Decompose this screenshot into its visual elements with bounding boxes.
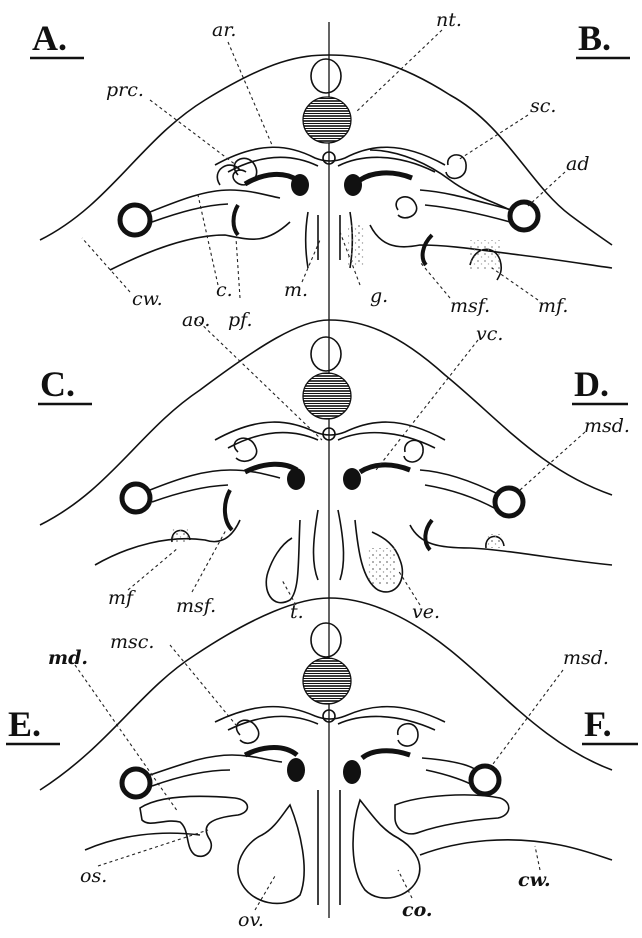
body-wall-outline-2 — [40, 320, 612, 525]
label-c: c. — [216, 279, 233, 301]
panel-label-b: B. — [578, 18, 611, 58]
label-os: os. — [80, 865, 107, 887]
label-ve: ve. — [412, 601, 440, 623]
label-t: t. — [290, 601, 304, 623]
label-sc: sc. — [530, 95, 556, 117]
label-cw-top: cw. — [132, 288, 163, 310]
glomus-left — [291, 174, 309, 196]
section-cd — [40, 320, 612, 603]
label-co: co. — [402, 899, 433, 921]
neural-tube — [311, 59, 341, 93]
label-ao: ao. — [182, 309, 210, 331]
label-md: md. — [48, 647, 88, 669]
panel-label-d: D. — [574, 364, 609, 404]
duct-ring-left — [120, 205, 150, 235]
ventral-fold — [338, 510, 344, 580]
label-m: m. — [284, 279, 308, 301]
label-vc: vc. — [476, 323, 503, 345]
label-pf: pf. — [228, 309, 253, 331]
panel-label-e: E. — [8, 704, 41, 744]
label-g: g. — [370, 285, 388, 307]
label-ad: ad — [566, 153, 590, 175]
label-msd-bot: msd. — [563, 647, 609, 669]
label-ov: ov. — [238, 909, 264, 931]
mullerian-duct-right — [395, 795, 509, 834]
ovary-right — [353, 800, 420, 898]
label-cw-bot: cw. — [518, 869, 551, 891]
label-mf-top: mf. — [538, 295, 568, 317]
testis-fold — [266, 520, 300, 603]
label-mf-mid: mf — [108, 587, 136, 609]
panel-label-f: F. — [584, 704, 612, 744]
label-nt: nt. — [436, 9, 462, 31]
segmental-coil-right — [446, 155, 466, 179]
label-msc: msc. — [110, 631, 154, 653]
label-prc: prc. — [106, 79, 144, 101]
label-ar: ar. — [212, 19, 236, 41]
panel-label-a: A. — [32, 18, 67, 58]
label-msf-top: msf. — [450, 295, 490, 317]
duct-ring-right — [510, 202, 538, 230]
glomus-right — [344, 174, 362, 196]
ovary-left — [238, 805, 304, 903]
label-msf-mid: msf. — [176, 595, 216, 617]
panel-label-c: C. — [40, 364, 75, 404]
notochord — [303, 97, 351, 143]
label-msd-mid: msd. — [584, 415, 630, 437]
